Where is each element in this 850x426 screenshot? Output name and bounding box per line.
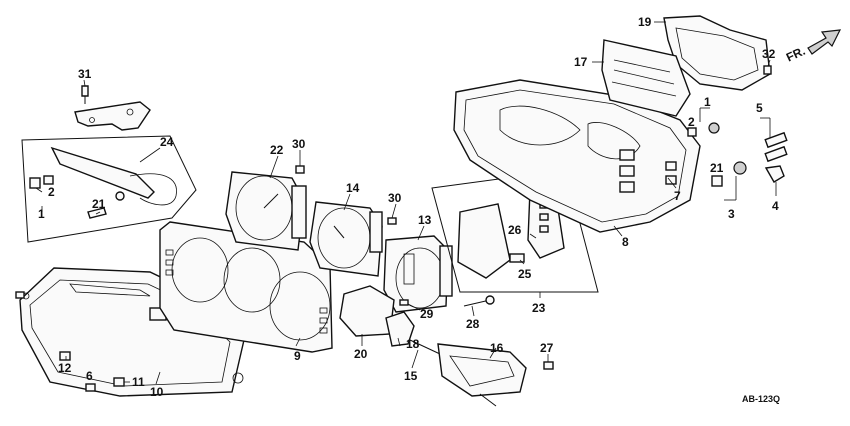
callout-17: 17 (574, 55, 588, 69)
callout-23: 23 (532, 301, 546, 315)
callout-26: 26 (508, 223, 522, 237)
callout-1b: 1 (704, 95, 711, 109)
diagram-code: AB-123Q (742, 394, 780, 404)
callout-9: 9 (294, 349, 301, 363)
callout-12: 12 (58, 361, 72, 375)
callout-32: 32 (762, 47, 776, 61)
callout-18: 18 (406, 337, 420, 351)
callout-10: 10 (150, 385, 164, 399)
callout-13: 13 (418, 213, 432, 227)
bracket-31 (74, 85, 151, 131)
sockets-right (687, 65, 788, 187)
sheet-17 (601, 39, 691, 117)
callouts: 31 24 2 1 21 22 30 14 30 13 9 12 6 11 10… (38, 15, 779, 399)
callout-3: 3 (728, 207, 735, 221)
gauge-14 (309, 201, 383, 277)
light-strip-16 (437, 343, 527, 407)
leader-lines (35, 21, 777, 385)
callout-31: 31 (78, 67, 92, 81)
callout-22: 22 (270, 143, 284, 157)
callout-1a: 1 (38, 207, 45, 221)
callout-29: 29 (420, 307, 434, 321)
screws (15, 165, 554, 370)
front-direction-arrow: FR. (784, 29, 842, 65)
callout-21a: 21 (92, 197, 106, 211)
callout-28: 28 (466, 317, 480, 331)
harness-24-box (21, 135, 197, 243)
callout-11: 11 (132, 375, 145, 389)
direction-label: FR. (784, 44, 807, 65)
callout-2a: 2 (48, 185, 55, 199)
gauge-13 (383, 235, 453, 313)
switch-assembly (339, 285, 441, 355)
callout-24: 24 (160, 135, 174, 149)
callout-27: 27 (540, 341, 554, 355)
callout-19: 19 (638, 15, 652, 29)
callout-20: 20 (354, 347, 368, 361)
callout-25: 25 (518, 267, 532, 281)
callout-6: 6 (86, 369, 93, 383)
callout-16: 16 (490, 341, 504, 355)
callout-21b: 21 (710, 161, 724, 175)
main-housing (453, 79, 701, 233)
callout-2b: 2 (688, 115, 695, 129)
callout-5: 5 (756, 101, 763, 115)
callout-30b: 30 (388, 191, 402, 205)
callout-14: 14 (346, 181, 360, 195)
gauge-22 (225, 171, 307, 251)
callout-30a: 30 (292, 137, 306, 151)
callout-7: 7 (674, 189, 681, 203)
cover-19 (663, 15, 771, 91)
callout-15: 15 (404, 369, 418, 383)
callout-4: 4 (772, 199, 779, 213)
callout-8: 8 (622, 235, 629, 249)
